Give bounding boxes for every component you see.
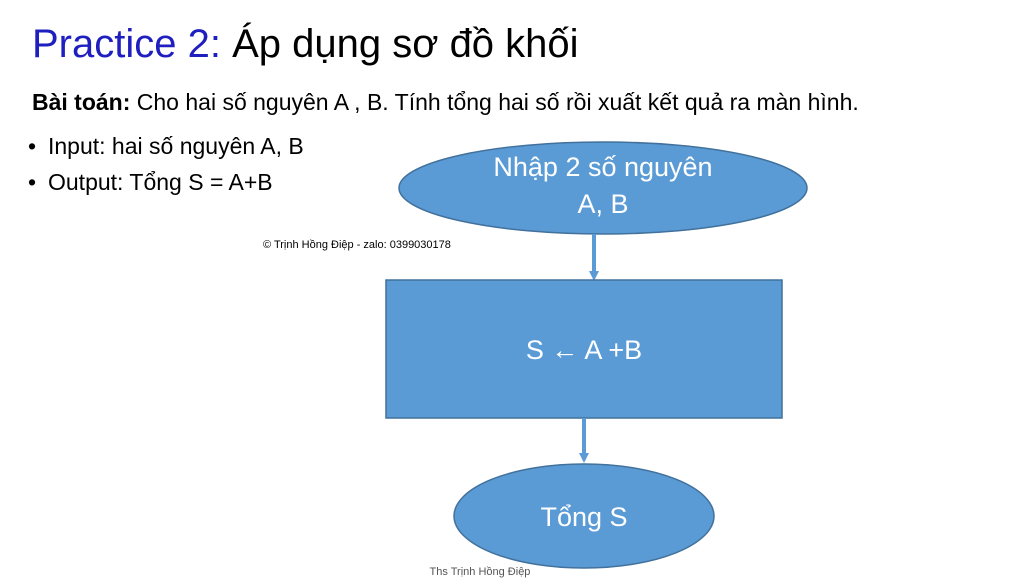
problem-text: Cho hai số nguyên A , B. Tính tổng hai s… <box>130 89 859 115</box>
output-text: Tổng S <box>540 502 627 532</box>
problem-label: Bài toán: <box>32 89 131 115</box>
problem-statement: Bài toán: Cho hai số nguyên A , B. Tính … <box>32 86 859 118</box>
bullet-dot: • <box>28 133 37 159</box>
title-accent: Practice 2: <box>32 22 221 66</box>
bullet-dot: • <box>28 169 37 195</box>
bullet-input: • Input: hai số nguyên A, B <box>28 128 304 164</box>
bullet-list: • Input: hai số nguyên A, B • Output: Tổng… <box>28 128 304 200</box>
title-rest: Áp dụng sơ đồ khối <box>220 22 579 66</box>
slide-title: Practice 2: Áp dụng sơ đồ khối <box>32 18 579 70</box>
output-ellipse <box>453 463 715 569</box>
footer-author: Ths Trịnh Hồng Điệp <box>429 566 531 578</box>
copyright-note: © Trịnh Hồng Điệp - zalo: 0399030178 <box>263 239 451 251</box>
input-line1: Nhập 2 số nguyên <box>493 152 712 182</box>
process-box <box>385 279 783 419</box>
process-text: S ← A +B <box>526 335 642 365</box>
bullet-output-text: Output: Tổng S = A+B <box>48 169 273 195</box>
bullet-input-text: Input: hai số nguyên A, B <box>48 133 304 159</box>
input-line2: A, B <box>577 189 628 219</box>
bullet-output: • Output: Tổng S = A+B <box>28 164 304 200</box>
input-ellipse <box>398 141 808 235</box>
